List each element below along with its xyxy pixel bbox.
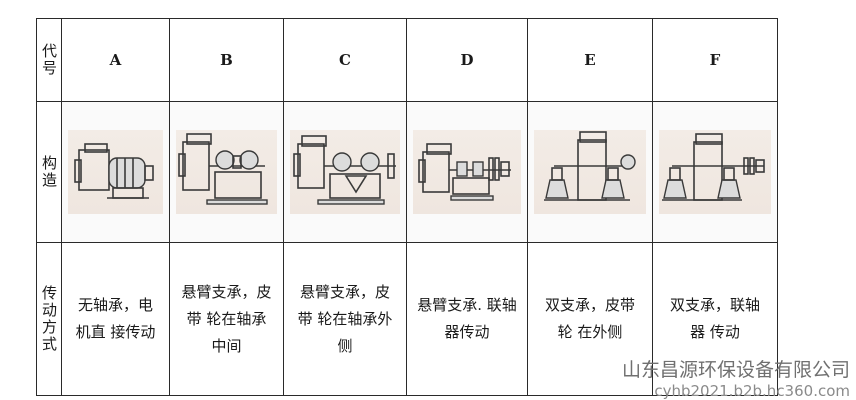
structure-cell — [652, 101, 778, 243]
desc-line: 悬臂支承，皮 — [181, 282, 272, 301]
structure-cell — [61, 101, 170, 243]
drive-type-table: 代号 A B C D E F 构造 — [36, 18, 778, 396]
code-cell: F — [652, 18, 778, 102]
watermark-site: cyhb2021.b2b.hc360.com — [654, 382, 850, 400]
desc-line: 双支承，皮带 — [544, 296, 635, 314]
drive-desc-cell: 双支承，皮带 轮 在外侧 — [527, 242, 653, 396]
watermark-company: 山东昌源环保设备有限公司 — [621, 359, 850, 381]
structure-cell — [406, 101, 528, 243]
desc-line: 带 轮在轴承 — [186, 309, 267, 328]
code-cell: B — [169, 18, 284, 102]
desc-line: 器传动 — [444, 323, 490, 341]
desc-line: 中间 — [211, 336, 242, 355]
code-row: 代号 A B C D E F — [36, 18, 778, 102]
desc-line: 双支承，联轴 — [669, 296, 760, 314]
code-cell: A — [61, 18, 170, 102]
code-cell: E — [527, 18, 653, 102]
desc-line: 带 轮在轴承外 — [297, 309, 393, 328]
desc-line: 侧 — [337, 336, 353, 355]
structure-row: 构造 — [36, 101, 778, 243]
fan-cantilever-belt-outer-icon — [293, 135, 396, 205]
structure-cell — [527, 101, 653, 243]
code-cell: C — [283, 18, 407, 102]
drive-desc-cell: 悬臂支承，皮 带 轮在轴承外 侧 — [283, 242, 407, 396]
drive-row: 传动方式 无轴承，电 机直 接传动 悬臂支承，皮 带 轮在轴承 中间 悬臂支承，… — [36, 242, 778, 396]
drive-desc-cell: 悬臂支承，皮 带 轮在轴承 中间 — [169, 242, 284, 396]
desc-line: 悬臂支承. 联轴 — [417, 296, 517, 314]
fan-motor-direct-icon — [73, 143, 154, 199]
desc-line: 轮 在外侧 — [557, 323, 623, 341]
drive-desc-cell: 悬臂支承. 联轴 器传动 — [406, 242, 528, 396]
fan-double-support-coupling-icon — [662, 133, 765, 201]
row-header-structure: 构造 — [36, 101, 62, 243]
desc-line: 器 传动 — [690, 323, 740, 341]
structure-cell — [283, 101, 407, 243]
drive-desc-cell: 双支承，联轴 器 传动 — [652, 242, 778, 396]
watermark: 山东昌源环保设备有限公司 cyhb2021.b2b.hc360.com — [622, 358, 850, 400]
row-header-code: 代号 — [36, 18, 62, 102]
desc-line: 悬臂支承，皮 — [299, 282, 390, 301]
fan-cantilever-coupling-icon — [418, 143, 511, 201]
fan-cantilever-belt-middle-icon — [177, 133, 268, 205]
desc-line: 无轴承，电 — [77, 296, 153, 314]
code-cell: D — [406, 18, 528, 102]
desc-line: 机直 接传动 — [75, 323, 156, 341]
structure-cell — [169, 101, 284, 243]
fan-double-support-belt-outer-icon — [544, 131, 636, 201]
row-header-drive: 传动方式 — [36, 242, 62, 396]
drive-desc-cell: 无轴承，电 机直 接传动 — [61, 242, 170, 396]
